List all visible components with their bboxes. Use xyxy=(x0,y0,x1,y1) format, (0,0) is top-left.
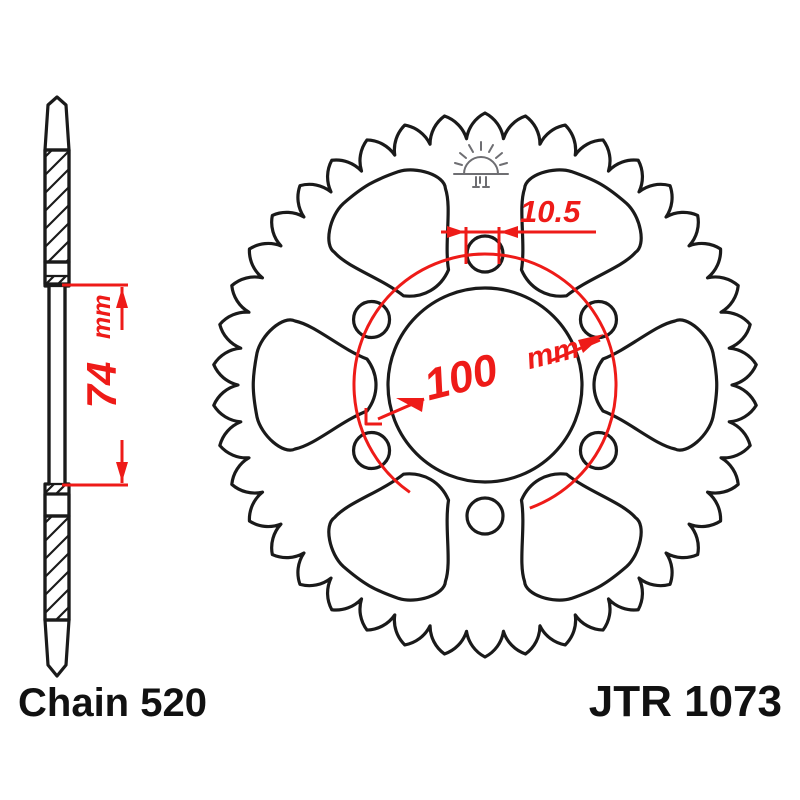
side-upper-bolt-box xyxy=(43,274,71,288)
part-number-caption: JTR 1073 xyxy=(589,677,782,726)
chain-caption: Chain 520 xyxy=(18,681,207,725)
face-view xyxy=(212,111,758,659)
lightening-hole xyxy=(327,168,451,298)
bolt-hole xyxy=(465,496,505,536)
center-bore xyxy=(386,286,584,484)
side-lower-transition xyxy=(43,492,71,518)
dim105-arrow-right xyxy=(500,226,518,238)
side-upper-rim-hatch xyxy=(43,148,71,264)
dim100-unit: mm xyxy=(523,331,583,376)
bolt-circle-arc xyxy=(352,252,618,510)
side-upper-bolt-band xyxy=(43,274,71,288)
lightening-holes-group xyxy=(251,168,719,602)
dim74-arrow-bottom xyxy=(116,462,128,482)
dim100-left-tick xyxy=(364,408,382,426)
dim105-arrow-left xyxy=(447,226,465,238)
dimension-100mm: 100 mm xyxy=(352,252,618,510)
dim74-value: 74 xyxy=(78,362,125,409)
side-lower-rim-box xyxy=(43,514,71,622)
lightening-hole xyxy=(327,472,451,602)
lightening-hole xyxy=(251,318,378,452)
lightening-hole xyxy=(519,472,643,602)
bolt-hole xyxy=(578,430,619,471)
dim74-unit: mm xyxy=(88,295,116,339)
sprocket-tooth-profile xyxy=(212,111,758,659)
side-lower-bolt-band xyxy=(43,482,71,496)
lightening-hole xyxy=(592,318,719,452)
sunrise-icon xyxy=(453,141,509,188)
dimension-10-5: 10.5 xyxy=(441,194,596,264)
side-section-view xyxy=(43,95,71,678)
dim100-arrow-left xyxy=(396,398,424,412)
dim74-arrow-top xyxy=(116,288,128,308)
bolt-hole xyxy=(351,299,392,340)
bolt-hole xyxy=(351,430,392,471)
dimension-74mm: 74 mm xyxy=(62,283,128,487)
dim100-arrow-right xyxy=(578,334,604,353)
dim105-value: 10.5 xyxy=(520,194,581,229)
dim100-value: 100 xyxy=(419,345,503,410)
lightening-hole xyxy=(519,168,643,298)
side-lower-rim-hatch xyxy=(43,514,71,622)
